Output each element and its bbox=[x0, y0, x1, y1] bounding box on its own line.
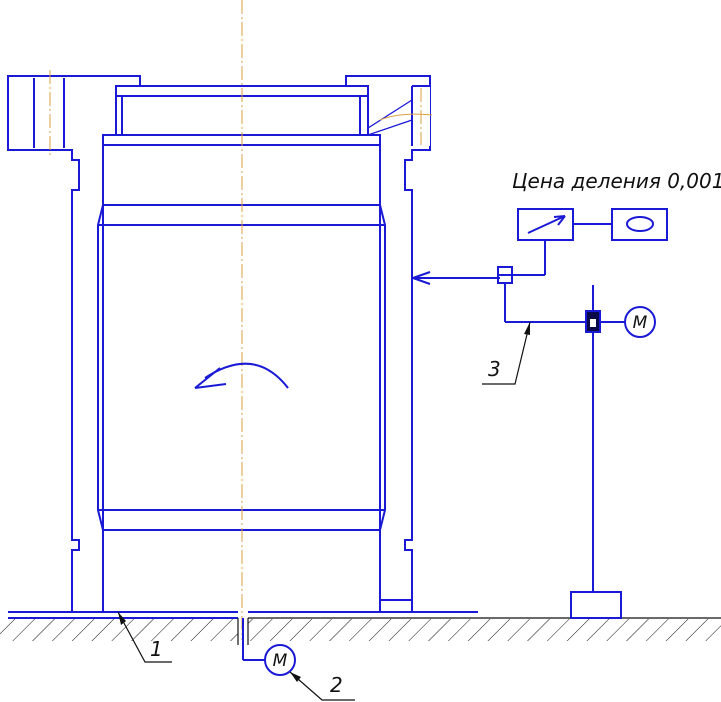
indicator-assembly: М bbox=[412, 208, 668, 619]
recorder-box bbox=[611, 208, 668, 241]
svg-text:3: 3 bbox=[488, 357, 501, 381]
callout-2: 2 bbox=[289, 671, 355, 701]
callout-1: 1 bbox=[117, 611, 172, 663]
sleeve-wall-right bbox=[345, 75, 431, 613]
motor-letter-2: М bbox=[273, 651, 288, 671]
svg-text:2: 2 bbox=[330, 673, 343, 697]
rotation-arrow bbox=[194, 362, 289, 389]
svg-text:1: 1 bbox=[150, 637, 163, 661]
base-table bbox=[0, 611, 721, 645]
stand-base bbox=[570, 591, 622, 619]
sleeve-section bbox=[7, 70, 433, 613]
callout-3: 3 bbox=[482, 321, 531, 385]
motor-letter-arm: М bbox=[633, 313, 648, 333]
sleeve-wall-left bbox=[7, 75, 141, 613]
table-motor: М bbox=[242, 618, 296, 676]
scale-division-label: Цена деления 0,001 bbox=[512, 169, 721, 193]
